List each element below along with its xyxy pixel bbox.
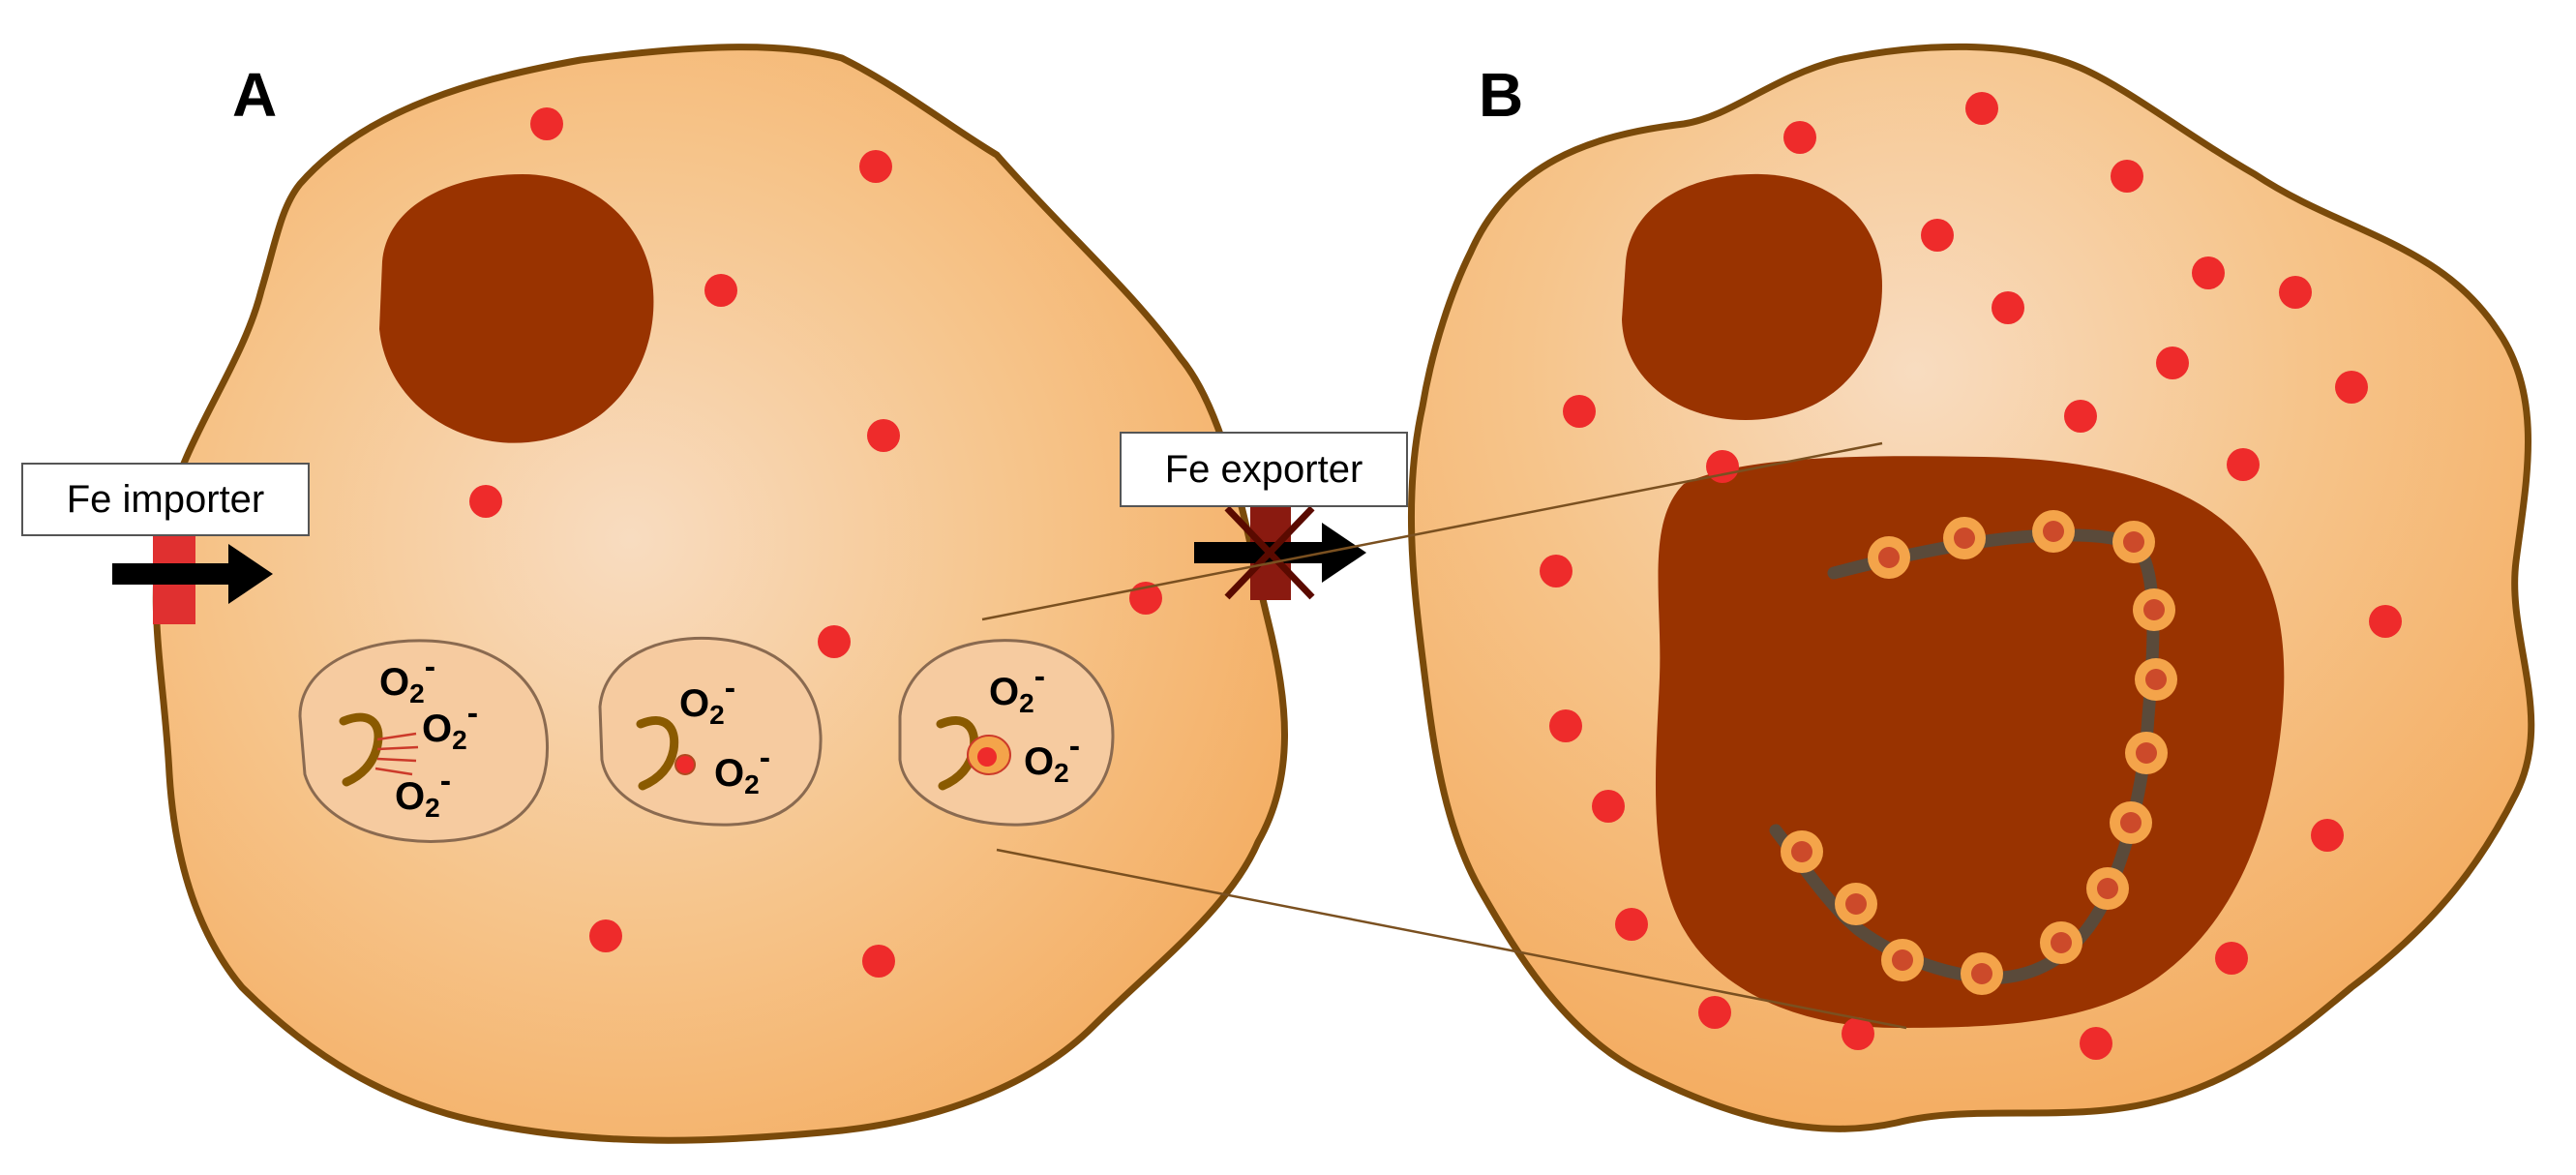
cell-a-nucleus — [379, 174, 654, 443]
mitochondrion-3-membrane — [898, 639, 1115, 827]
fe-importer-label: Fe importer — [21, 463, 310, 536]
iron-dot — [2080, 1027, 2112, 1060]
iron-dot — [859, 150, 892, 183]
iron-dot — [862, 945, 895, 978]
iron-dot — [2215, 942, 2248, 975]
mitochondrion-2: O2- O2- — [598, 636, 823, 827]
iron-aggregates-on-mtdna — [1781, 510, 2177, 995]
iron-bound-mtdna-2 — [674, 754, 696, 775]
fe-exporter-label: Fe exporter — [1120, 432, 1408, 507]
iron-dot — [1992, 291, 2024, 324]
iron-dot — [2369, 605, 2402, 638]
iron-dot — [1965, 92, 1998, 125]
mtdna-1-icon — [339, 712, 383, 787]
iron-aggregate — [1943, 517, 1986, 559]
cell-b-nucleus — [1622, 173, 1882, 420]
exporter-block-cross-icon — [1224, 505, 1315, 600]
iron-aggregate — [2032, 510, 2075, 553]
iron-aggregate — [1781, 830, 1823, 873]
iron-dot — [2227, 448, 2260, 481]
iron-dot — [1540, 555, 1573, 588]
iron-dot — [704, 274, 737, 307]
iron-aggregate — [2112, 521, 2155, 563]
iron-dot — [1563, 395, 1596, 428]
iron-aggregate — [2133, 588, 2175, 631]
zoom-line-top — [981, 441, 1883, 621]
iron-dot — [2192, 256, 2225, 289]
iron-dot — [2335, 371, 2368, 404]
iron-dot — [2156, 346, 2189, 379]
mitochondrion-3: O2- O2- — [898, 639, 1115, 827]
iron-aggregate — [1835, 883, 1877, 925]
iron-dot — [1592, 790, 1625, 823]
zoom-line-bottom — [996, 848, 1907, 1030]
cell-a: O2- O2- O2- O2- O2- O2- O2- — [112, 44, 1366, 1144]
iron-aggregate — [2125, 732, 2168, 774]
iron-dot — [530, 107, 563, 140]
superoxide-label-2a: O2- — [679, 670, 735, 730]
iron-dots-cell-b — [1540, 92, 2402, 1060]
iron-dot — [1783, 121, 1816, 154]
iron-aggregate-3-inner — [977, 747, 997, 767]
superoxide-label-1b: O2- — [422, 695, 478, 755]
panel-label-a: A — [232, 60, 277, 130]
iron-dot — [1921, 219, 1954, 252]
superoxide-label-1a: O2- — [379, 648, 435, 708]
iron-dot — [2279, 276, 2312, 309]
iron-dot — [2111, 160, 2143, 193]
iron-dot — [1698, 996, 1731, 1029]
iron-aggregate — [2086, 867, 2129, 910]
mitochondrion-1: O2- O2- O2- — [298, 639, 550, 843]
superoxide-label-2b: O2- — [714, 739, 770, 799]
iron-dot — [1615, 908, 1648, 941]
iron-aggregate — [1868, 536, 1910, 579]
iron-aggregate — [1961, 952, 2003, 995]
mitochondrion-2-membrane — [598, 636, 823, 827]
iron-aggregate — [2135, 658, 2177, 701]
iron-dots-cell-a — [469, 107, 1162, 978]
ros-damage-lines-icon — [374, 732, 419, 776]
iron-dot — [1706, 450, 1739, 483]
cell-b — [1407, 43, 2535, 1132]
iron-dot — [1549, 709, 1582, 742]
mtdna-2-icon — [636, 716, 679, 791]
iron-dot — [589, 919, 622, 952]
superoxide-label-3a: O2- — [989, 658, 1045, 718]
iron-dot — [818, 625, 851, 658]
iron-dot — [469, 485, 502, 518]
mitochondrion-1-membrane — [298, 639, 550, 843]
panel-label-b: B — [1479, 60, 1523, 130]
superoxide-label-3b: O2- — [1024, 728, 1080, 788]
iron-dot — [2311, 819, 2344, 852]
iron-dot — [1842, 1017, 1874, 1050]
zoom-guide-lines — [981, 441, 1907, 1030]
iron-dot — [867, 419, 900, 452]
superoxide-label-1c: O2- — [395, 763, 451, 823]
import-arrow — [112, 544, 273, 604]
iron-aggregate — [2040, 921, 2082, 964]
iron-aggregate — [1881, 939, 1924, 981]
iron-aggregate — [2110, 801, 2152, 844]
iron-dot — [2064, 400, 2097, 433]
